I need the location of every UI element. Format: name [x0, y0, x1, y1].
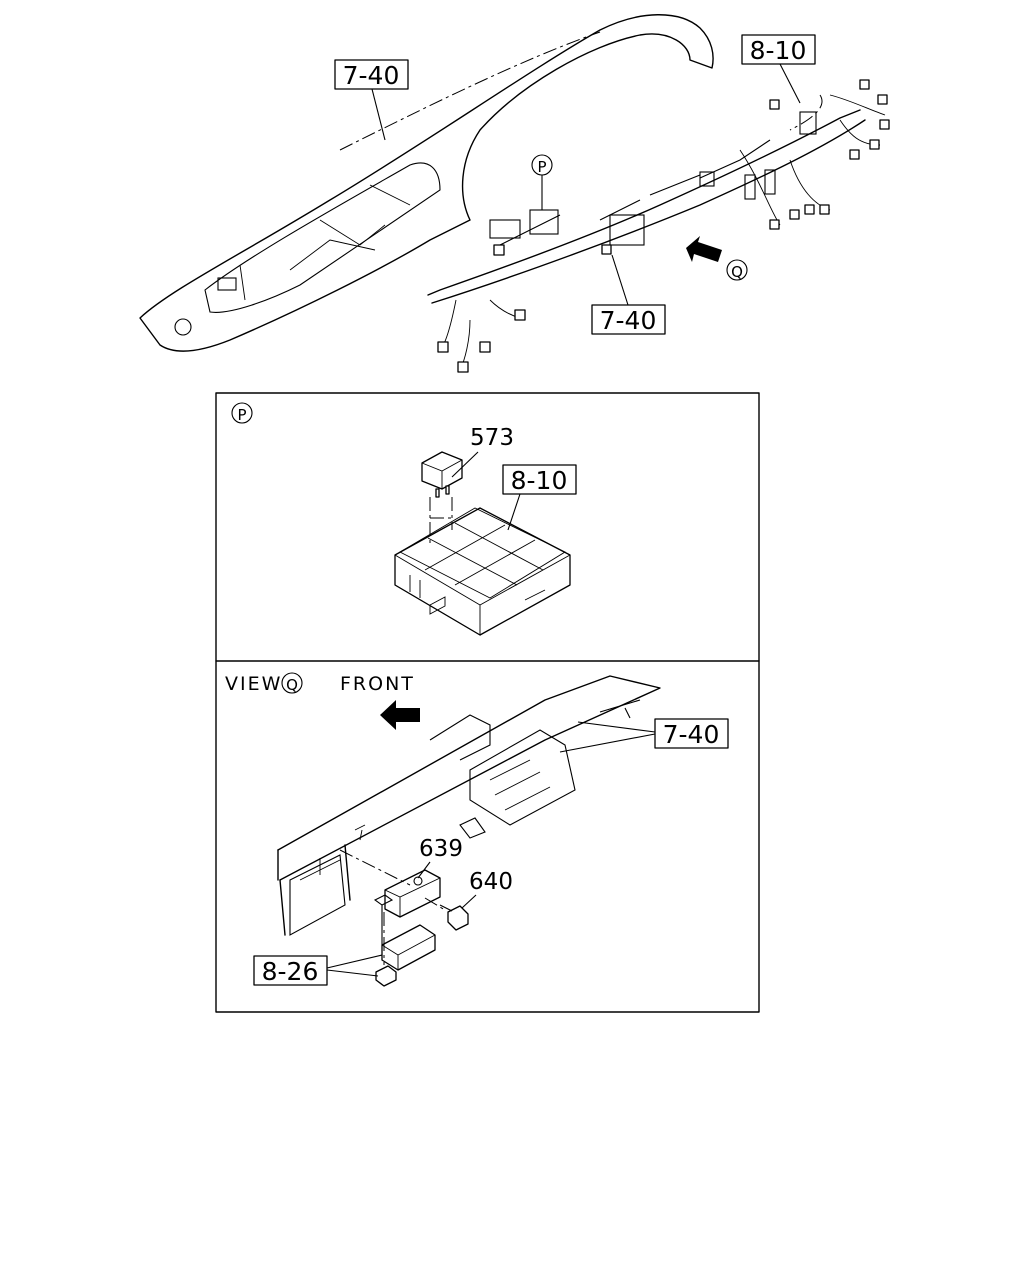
- bracket-639-drawing: 639: [339, 836, 463, 918]
- callout-view-q-fastener: 8-26: [253, 954, 383, 986]
- view-q-arrow-top: Q: [686, 236, 748, 281]
- callout-top-harness-label: 8-10: [750, 36, 807, 65]
- callout-top-dashboard: 7-40: [334, 59, 409, 141]
- crossmember-drawing: [277, 675, 661, 936]
- callout-detail-p-block: 8-10: [502, 464, 577, 531]
- marker-p-detail: P: [231, 402, 253, 424]
- callout-top-bracket: 7-40: [591, 254, 666, 335]
- marker-p-top-label: P: [537, 158, 546, 176]
- part-number-640: 640: [469, 869, 513, 895]
- callout-top-harness: 8-10: [741, 34, 816, 104]
- callout-detail-p-block-label: 8-10: [511, 466, 568, 495]
- front-label: FRONT: [340, 673, 415, 695]
- detail-frame: [215, 392, 760, 1013]
- marker-p-top: P: [531, 154, 553, 210]
- dashboard-panel-drawing: [139, 14, 714, 352]
- part-number-639: 639: [419, 836, 463, 862]
- callout-view-q-bracket-label: 7-40: [663, 720, 720, 749]
- part-number-573: 573: [470, 425, 514, 451]
- marker-q-detail-label: Q: [286, 676, 298, 694]
- callout-top-bracket-label: 7-40: [600, 306, 657, 335]
- front-arrow-icon: [380, 700, 420, 730]
- fuse-relay-box-drawing: [394, 497, 571, 636]
- view-q-header: VIEW Q FRONT: [225, 672, 420, 730]
- wiring-harness-drawing: [427, 79, 890, 373]
- callout-top-dashboard-label: 7-40: [343, 61, 400, 90]
- callout-view-q-bracket: 7-40: [559, 718, 729, 753]
- marker-p-detail-label: P: [237, 406, 246, 424]
- marker-q-top-label: Q: [731, 263, 743, 281]
- view-label: VIEW: [225, 673, 282, 695]
- relay-573-drawing: 573: [421, 425, 514, 498]
- module-fastener-drawing: [373, 894, 436, 987]
- bolt-640-drawing: 640: [424, 869, 513, 931]
- callout-view-q-fastener-label: 8-26: [262, 957, 319, 986]
